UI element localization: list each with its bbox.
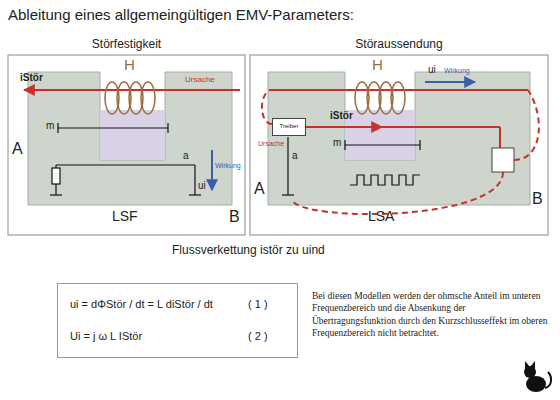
note-text: Bei diesen Modellen werden der ohmsche A…	[312, 290, 550, 339]
loop-area	[345, 110, 415, 160]
driver-box: Treiber	[272, 118, 306, 136]
wire	[194, 165, 195, 195]
dimension-tick	[419, 140, 420, 150]
dimension-label: m	[333, 137, 341, 149]
conductor-body	[268, 72, 530, 205]
ground-symbol	[50, 194, 62, 195]
cause-label: Ursache	[258, 140, 284, 148]
center-caption: Flussverkettung istör zu uind	[172, 244, 325, 258]
ground-symbol	[189, 194, 201, 195]
region-label: B	[229, 208, 240, 226]
interference-wire	[24, 89, 240, 91]
magnetic-field-coil	[105, 82, 155, 114]
induced-voltage-arrow	[425, 81, 475, 83]
return-path	[514, 90, 539, 160]
formula-text: ui = dΦStör / dt = L diStör / dt	[70, 298, 213, 311]
conductor-body	[28, 72, 232, 205]
induced-voltage-arrow	[211, 150, 213, 190]
line-label: a	[183, 150, 189, 162]
effect-label: Wirkung	[215, 162, 241, 170]
signal-line	[56, 164, 195, 165]
inductance-label: LSF	[112, 208, 138, 224]
inductance-label: LSA	[368, 208, 394, 224]
resistor-symbol	[52, 168, 60, 184]
magnetic-field-coil	[355, 82, 405, 114]
victim-circuit	[50, 165, 201, 195]
cat-icon	[524, 361, 551, 392]
ground-symbol	[282, 194, 294, 195]
panel-box: StöraussendungTreiber	[250, 38, 548, 235]
dimension-tick	[344, 140, 345, 150]
region-label: A	[12, 140, 23, 158]
dimension-label: m	[46, 120, 54, 132]
return-path	[262, 90, 272, 124]
panel-heading: Störaussendung	[250, 38, 548, 52]
voltage-label: ui	[198, 180, 206, 192]
pulse-signal	[350, 175, 420, 185]
region-label: A	[254, 180, 265, 198]
field-loop	[391, 82, 405, 114]
formula-text: ( 1 )	[248, 298, 268, 311]
current-path	[499, 127, 501, 148]
effect-label: Wirkung	[444, 67, 470, 75]
line-label: a	[292, 150, 298, 162]
panel-frame	[8, 55, 245, 235]
block-label: Treiber	[273, 123, 305, 130]
current-label: iStör	[20, 72, 43, 84]
dimension-line	[345, 144, 420, 145]
dimension-tick	[57, 123, 58, 133]
current-label: iStör	[330, 110, 353, 122]
dimension-m	[345, 140, 420, 150]
loop-area	[100, 110, 165, 160]
region-label: B	[532, 190, 543, 208]
field-label: H	[124, 56, 135, 73]
field-loop	[141, 82, 155, 114]
wire	[55, 184, 56, 195]
emission-wire	[270, 89, 528, 91]
current-path	[305, 126, 500, 128]
page-title: Ableitung eines allgemeingültigen EMV-Pa…	[8, 6, 354, 23]
cause-label: Ursache	[185, 75, 215, 84]
source-circuit	[282, 137, 420, 195]
panel-heading: Störfestigkeit	[8, 38, 245, 52]
receiver-block	[492, 148, 514, 172]
dimension-tick	[167, 123, 168, 133]
cat-tail	[545, 372, 551, 388]
formula-text: Ui = j ω L IStör	[70, 330, 142, 343]
formula-text: ( 2 )	[248, 330, 268, 343]
dimension-m	[58, 123, 168, 133]
voltage-label: ui	[428, 64, 436, 76]
field-label: H	[372, 56, 383, 73]
wire	[287, 137, 288, 195]
panel-frame	[250, 55, 548, 235]
cat-ears	[525, 361, 535, 369]
cat-body	[526, 376, 546, 392]
return-path	[292, 172, 503, 214]
dimension-line	[58, 127, 168, 128]
formula-box: ui = dΦStör / dt = L diStör / dt ( 1 ) Ui …	[57, 283, 298, 358]
current-arrow	[360, 126, 382, 128]
